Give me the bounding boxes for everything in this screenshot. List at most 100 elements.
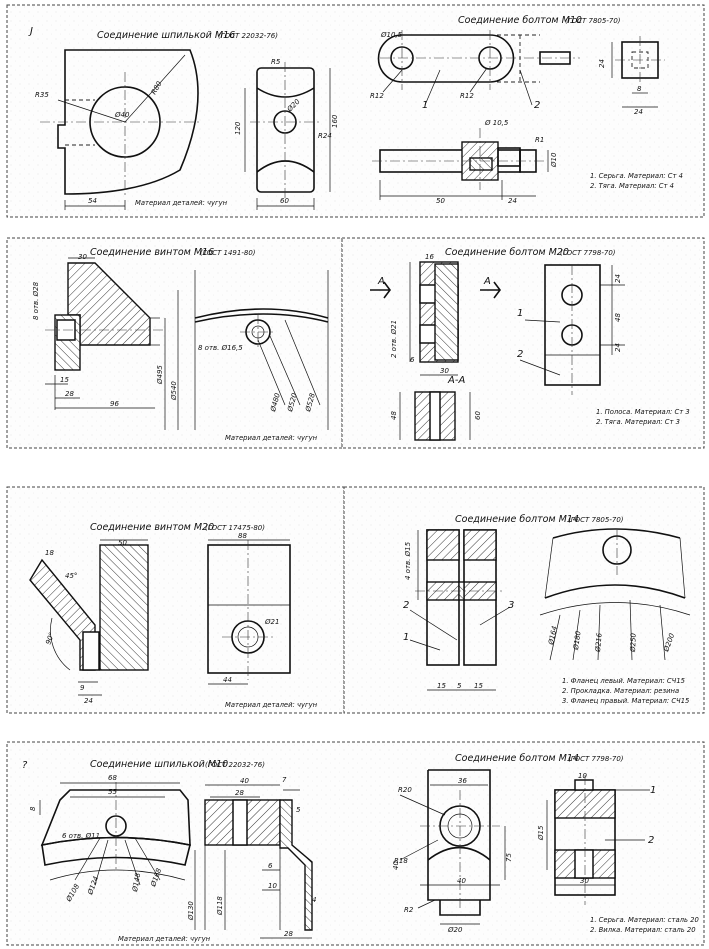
dim-4holes-d15: 4 отв. Ø15 — [404, 541, 412, 580]
screw-m20-section — [29, 539, 149, 696]
dim-8: 8 — [637, 85, 642, 93]
dim-50: 50 — [436, 197, 445, 205]
dim-r12-b: R12 — [460, 92, 474, 100]
section-mark-a-left: А — [377, 276, 385, 287]
panel-1-title-left: Соединение шпилькой М16 — [97, 30, 235, 41]
dim-30-p2: 30 — [78, 253, 87, 261]
dim-r2: R2 — [404, 906, 414, 914]
panel-1: J Соединение шпилькой М16 (ГОСТ 22032-76… — [6, 4, 705, 218]
dim-d118: Ø118 — [216, 896, 224, 916]
panel-1-material: Материал деталей: чугун — [135, 199, 228, 207]
dim-24-h: 24 — [634, 108, 643, 116]
leader-2-p2: 2 — [517, 349, 523, 360]
dim-d164: Ø164 — [547, 625, 559, 646]
dim-90deg: 90° — [44, 631, 56, 645]
dim-10-p4b: 10 — [578, 772, 587, 780]
panel-3: Соединение винтом М20 (ГОСТ 17475-80) Со… — [6, 486, 705, 714]
panel-1-corner-mark: J — [28, 26, 33, 37]
panel-4-corner-mark: ? — [22, 760, 28, 771]
dim-8holes-d28: 8 отв. Ø28 — [32, 281, 40, 320]
dim-r24: R24 — [318, 132, 332, 140]
panel-3-note-3: 3. Фланец правый. Материал: СЧ15 — [562, 697, 689, 705]
dim-68: 68 — [108, 774, 117, 782]
bolt-m14-flange-section — [409, 529, 511, 691]
panel-2-title-right: Соединение болтом М20 — [445, 247, 569, 258]
leader-1-p3: 1 — [403, 632, 409, 643]
dim-24-p3: 24 — [84, 697, 93, 705]
dim-5: 5 — [457, 682, 462, 690]
dim-30-p4: 30 — [580, 877, 589, 885]
panel-3-title-left: Соединение винтом М20 — [90, 522, 214, 533]
dim-d130: Ø130 — [187, 901, 195, 921]
dim-48-sec: 48 — [390, 411, 398, 420]
panel-1-note-1: 1. Серьга. Материал: Ст 4 — [590, 172, 683, 180]
dim-4: 4 — [312, 896, 316, 904]
dim-6-p4: 6 — [268, 862, 273, 870]
dim-50-p3: 50 — [118, 539, 127, 547]
dim-88: 88 — [238, 532, 247, 540]
panel-4-std-left: (ГОСТ 22032-76) — [205, 761, 265, 769]
panel-4: ? Соединение шпилькой М10 (ГОСТ 22032-76… — [6, 741, 705, 946]
dim-120: 120 — [234, 121, 242, 135]
dim-54: 54 — [88, 197, 97, 205]
dim-60: 60 — [474, 411, 482, 420]
dim-9: 9 — [80, 684, 85, 692]
dim-60: 60 — [280, 197, 289, 205]
dim-75: 75 — [505, 853, 513, 862]
leader-2-p3: 2 — [403, 600, 409, 611]
dim-40-h: 40 — [457, 877, 466, 885]
dim-d20: Ø20 — [447, 926, 463, 934]
dim-16: 16 — [425, 253, 434, 261]
dim-15-p2: 15 — [60, 376, 69, 384]
dim-40-v: 40 — [392, 861, 400, 870]
panel-2-title-left: Соединение винтом М16 — [90, 247, 214, 258]
panel-1-title-right: Соединение болтом М10 — [458, 15, 582, 26]
panel-4-material: Материал деталей: чугун — [118, 935, 211, 943]
dim-r18: R18 — [394, 857, 408, 865]
dim-8holes-d16-5: 8 отв. Ø16,5 — [198, 344, 243, 352]
panel-2-std-right: (ГОСТ 7798-70) — [560, 249, 616, 257]
panel-1-std-left: (ГОСТ 22032-76) — [218, 32, 278, 40]
panel-1-note-2: 2. Тяга. Материал: Ст 4 — [590, 182, 674, 190]
panel-4-title-right: Соединение болтом М14 — [455, 753, 579, 764]
stud-part-front-view — [40, 49, 200, 210]
dim-d15-p4: Ø15 — [537, 825, 545, 841]
dim-24-a: 24 — [614, 274, 622, 283]
stud-m10-section — [194, 784, 313, 939]
panel-4-std-right: (ГОСТ 7798-70) — [568, 755, 624, 763]
bolt-m14-flange-arc-view — [539, 528, 691, 661]
dim-d40: Ø40 — [114, 111, 130, 119]
dim-d216: Ø216 — [594, 632, 604, 653]
panel-3-std-right: (ГОСТ 7805-70) — [568, 516, 624, 524]
screw-m16-ring-view — [194, 270, 329, 430]
dim-r35: R35 — [35, 91, 49, 99]
panel-2: Соединение винтом М16 (ГОСТ 1491-80) Сое… — [6, 237, 705, 449]
leader-3-p3: 3 — [508, 600, 514, 611]
section-mark-a-right: А — [483, 276, 491, 287]
leader-1: 1 — [422, 100, 428, 111]
dim-44: 44 — [223, 676, 232, 684]
leader-1-p4: 1 — [650, 785, 656, 796]
bolt-m10-link-view — [377, 30, 580, 106]
panel-3-title-right: Соединение болтом М14 — [455, 514, 579, 525]
dim-24-v: 24 — [598, 59, 606, 68]
dim-24-b: 24 — [614, 343, 622, 352]
panel-2-note-1: 1. Полоса. Материал: Ст 3 — [596, 408, 690, 416]
dim-6: 6 — [410, 356, 415, 364]
dim-28-bot: 28 — [284, 930, 293, 938]
dim-96: 96 — [110, 400, 119, 408]
dim-48: 48 — [614, 313, 622, 322]
dim-7: 7 — [282, 776, 287, 784]
dim-28-p2: 28 — [65, 390, 74, 398]
dim-r1: R1 — [535, 136, 544, 144]
dim-15-a: 15 — [437, 682, 446, 690]
panel-3-note-2: 2. Прокладка. Материал: резина — [562, 687, 679, 695]
dim-30-sec: 30 — [440, 367, 449, 375]
panel-3-note-1: 1. Фланец левый. Материал: СЧ15 — [562, 677, 685, 685]
leader-2: 2 — [534, 100, 540, 111]
panel-4-title-left: Соединение шпилькой М10 — [90, 759, 228, 770]
panel-1-std-right: (ГОСТ 7805-70) — [565, 17, 621, 25]
leader-2-p4: 2 — [648, 835, 654, 846]
screw-m20-side-view — [207, 539, 291, 685]
dim-18: 18 — [45, 549, 54, 557]
